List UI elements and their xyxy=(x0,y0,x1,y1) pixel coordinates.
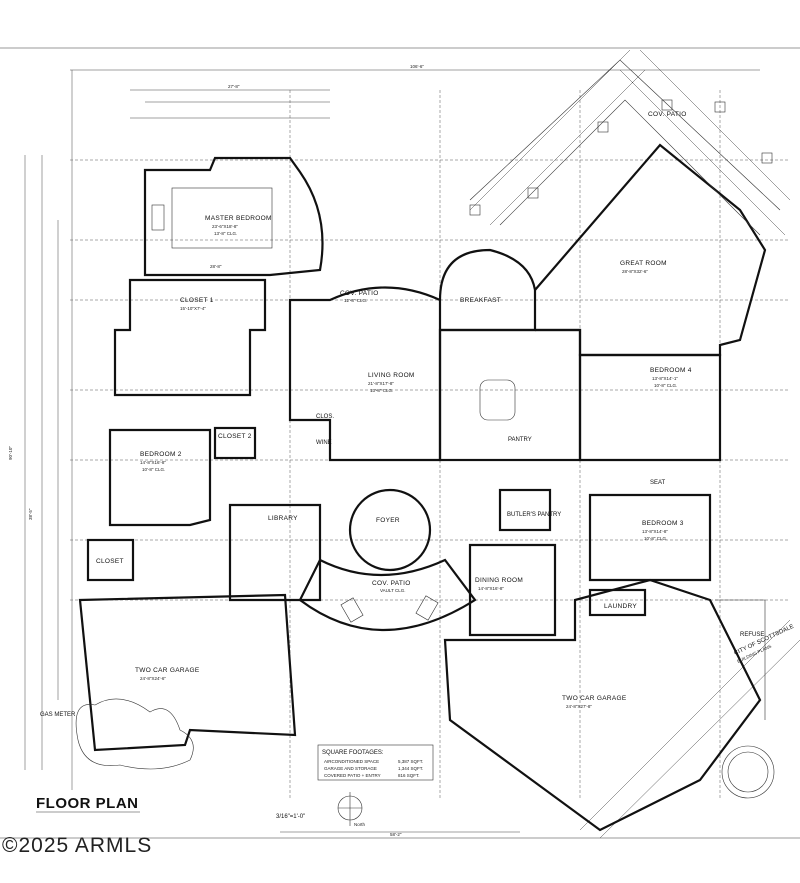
living-room-ceiling: 13'-8" CLG. xyxy=(370,388,393,393)
footage-row-value: 1,344 SQFT. xyxy=(398,766,423,771)
footage-row-label: GARAGE AND STORAGE xyxy=(324,766,377,771)
closet2-label: CLOSET 2 xyxy=(218,433,252,440)
square-footage-table: SQUARE FOOTAGES: AIRCONDITIONED SPACE 5,… xyxy=(317,744,434,781)
cov-patio-top-label: COV. PATIO xyxy=(340,290,379,297)
drawing-scale: 3/16"=1'-0" xyxy=(276,814,305,820)
room-labels: MASTER BEDROOM 23'-6"X18'-8" 13'-8" CLG.… xyxy=(40,111,764,718)
master-bedroom-detail: 23'-6"X18'-8" xyxy=(212,224,238,229)
city-stamp: CITY OF SCOTTSDALE BUILDING PLANS xyxy=(721,624,795,799)
bedroom3-label: BEDROOM 3 xyxy=(642,520,684,527)
garage-right-label: TWO CAR GARAGE xyxy=(562,695,627,702)
garage-left-detail: 24'-8"X24'-6" xyxy=(140,676,166,681)
bedroom4-ceiling: 10'-8" CLG. xyxy=(654,383,677,388)
gas-meter-label: GAS METER xyxy=(40,712,76,718)
great-room-detail: 28'-8"X32'-6" xyxy=(622,269,648,274)
bedroom4-detail: 13'-8"X14'-1" xyxy=(652,376,678,381)
overall-top-dimension: 106'-6" xyxy=(410,64,424,69)
house-walls xyxy=(78,143,767,832)
footage-row-value: 5,387 SQFT. xyxy=(398,759,423,764)
grid-lines xyxy=(70,90,790,800)
bedroom2-detail: 14'-8"X16'-8" xyxy=(140,460,166,465)
closet-small-label: CLOS. xyxy=(316,414,334,420)
closet1-detail: 15'-10"X7'-4" xyxy=(180,306,206,311)
top-left-dimension: 27'-8" xyxy=(228,84,240,89)
cov-patio-front-label: COV. PATIO xyxy=(372,580,411,587)
cov-patio-front-ceiling: VAULT CLG. xyxy=(380,588,406,593)
wine-label: WINE xyxy=(316,440,332,446)
bedroom2-label: BEDROOM 2 xyxy=(140,451,182,458)
dining-room-detail: 14'-8"X16'-8" xyxy=(478,586,504,591)
mid-left-dimension: 38'-5" xyxy=(28,508,33,520)
butlers-pantry-label: BUTLER'S PANTRY xyxy=(507,512,561,518)
bedroom3-detail: 13'-8"X14'-8" xyxy=(642,529,668,534)
bedroom2-ceiling: 10'-8" CLG. xyxy=(142,467,165,472)
master-width-dimension: 28'-8" xyxy=(210,264,222,269)
living-room-label: LIVING ROOM xyxy=(368,372,415,379)
garage-left-label: TWO CAR GARAGE xyxy=(135,667,200,674)
top-dimension-lines: 106'-6" 27'-8" 28'-8" xyxy=(70,64,760,269)
watermark-text: ©2025 ARMLS xyxy=(2,834,152,857)
footage-row-label: COVERED PATIO + ENTRY xyxy=(324,773,381,778)
seat-label: SEAT xyxy=(650,480,666,486)
bedroom4-label: BEDROOM 4 xyxy=(650,367,692,374)
great-room-label: GREAT ROOM xyxy=(620,260,667,267)
footage-row-value: 816 SQFT. xyxy=(398,773,420,778)
drawing-title: FLOOR PLAN xyxy=(36,795,139,812)
dining-room-label: DINING ROOM xyxy=(475,577,523,584)
closet1-label: CLOSET 1 xyxy=(180,297,214,304)
cov-patio-band xyxy=(469,59,781,236)
bedroom3-ceiling: 10'-8" CLG. xyxy=(644,536,667,541)
bottom-dimension: 58'-2" xyxy=(390,832,402,837)
landscape-hedge xyxy=(75,698,194,770)
refuse-label: REFUSE xyxy=(740,632,764,638)
left-dimension-lines: 90'-10" 38'-5" xyxy=(8,70,73,790)
garage-right-detail: 24'-8"X27'-8" xyxy=(566,704,592,709)
north-label: North xyxy=(354,822,366,827)
pantry-label: PANTRY xyxy=(508,437,532,443)
cov-patio-top-ceiling: 12'-8" CLG. xyxy=(344,298,367,303)
footage-row-label: AIRCONDITIONED SPACE xyxy=(324,759,379,764)
closet-label: CLOSET xyxy=(96,558,124,565)
breakfast-label: BREAKFAST xyxy=(460,297,501,304)
footage-heading: SQUARE FOOTAGES: xyxy=(322,750,384,756)
diagonal-dimension-lines xyxy=(469,49,800,839)
foyer-label: FOYER xyxy=(376,517,400,524)
cov-patio-right-label: COV. PATIO xyxy=(648,111,687,118)
master-bedroom-label: MASTER BEDROOM xyxy=(205,215,272,222)
library-label: LIBRARY xyxy=(268,515,298,522)
living-room-detail: 21'-8"X17'-8" xyxy=(368,381,394,386)
laundry-label: LAUNDRY xyxy=(604,603,637,610)
master-bedroom-ceiling: 13'-8" CLG. xyxy=(214,231,237,236)
north-arrow: North xyxy=(337,792,366,827)
left-dimension: 90'-10" xyxy=(8,446,13,460)
